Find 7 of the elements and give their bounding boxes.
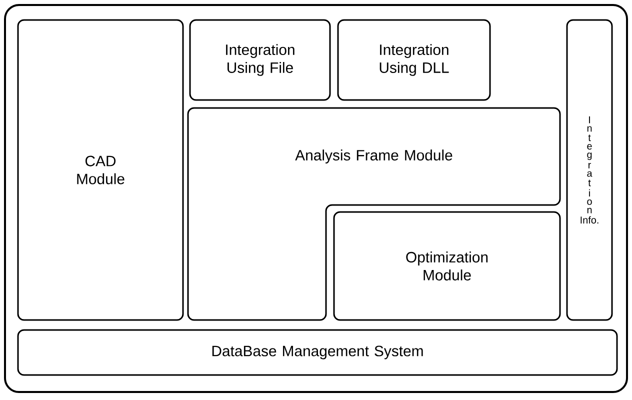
frame-box	[4, 4, 628, 393]
module-box: Optimization Module	[333, 211, 561, 321]
module-box: Integration Using DLL	[337, 19, 491, 101]
module-box: DataBase Management System	[17, 329, 618, 376]
vertical-text-box: Integration Info.	[566, 19, 613, 321]
module-box: CAD Module	[17, 19, 184, 321]
module-box: Integration Using File	[189, 19, 331, 101]
